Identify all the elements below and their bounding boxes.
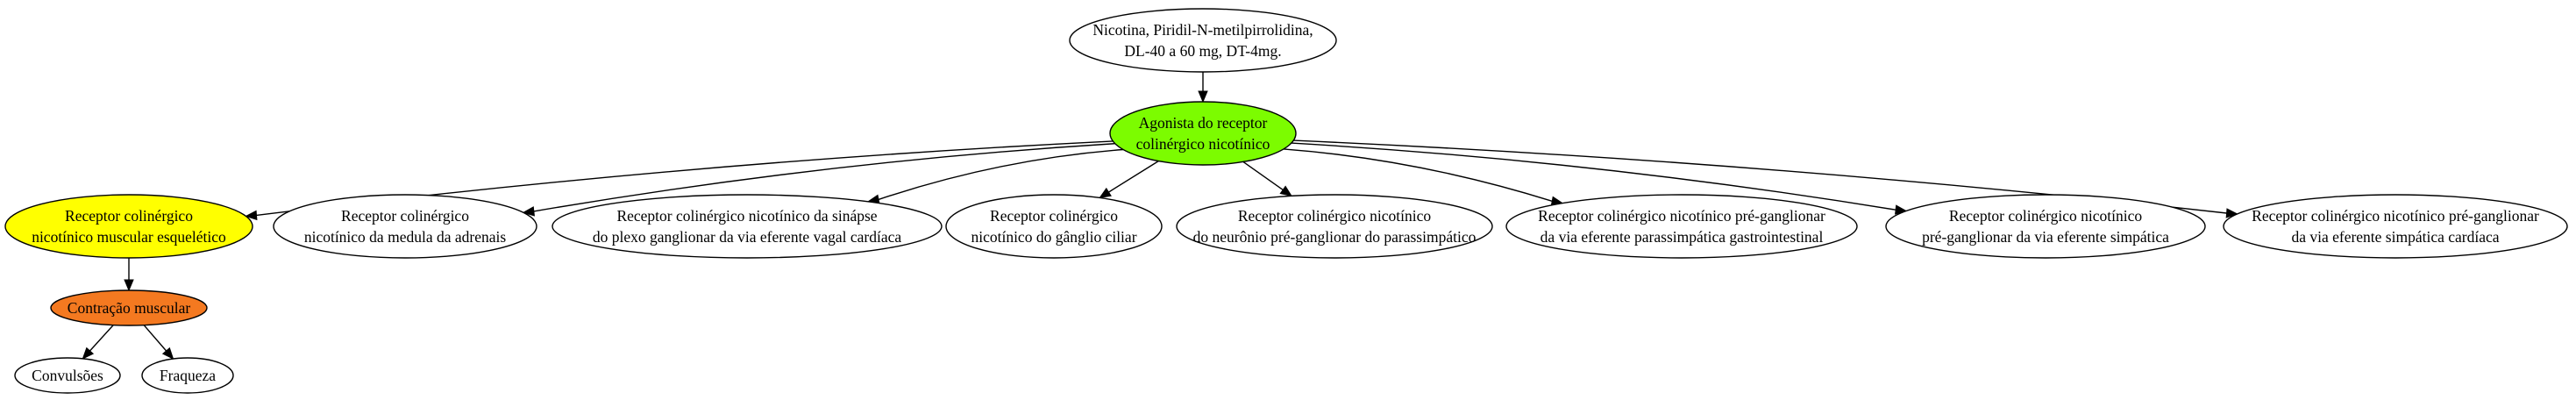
node-receptor-vagal: Receptor colinérgico nicotínico da sináp… — [551, 194, 943, 259]
node-muscle-contraction-label: Contração muscular — [68, 299, 191, 317]
node-receptor-parasympathetic-line-2: do neurônio pré-ganglionar do parassimpá… — [1193, 228, 1477, 246]
edge-drugs-to-agonist — [1198, 72, 1208, 104]
node-receptor-ciliar-line-1: Receptor colinérgico — [990, 207, 1118, 225]
edge-contraction-to-weakness — [143, 325, 174, 360]
node-receptor-cardiac-line-2: da via eferente simpática cardíaca — [2291, 228, 2499, 246]
node-receptor-muscle-line-1: Receptor colinérgico — [65, 207, 193, 225]
node-convulsions-label: Convulsões — [32, 367, 103, 384]
node-agonist-line-1: Agonista do receptor — [1139, 114, 1268, 132]
edge-agonist-to-r_parasymp — [1242, 161, 1293, 197]
node-receptor-gastrointestinal-line-2: da via eferente parassimpática gastroint… — [1541, 228, 1824, 246]
node-receptor-cardiac: Receptor colinérgico nicotínico pré-gang… — [2223, 194, 2568, 259]
node-receptor-cardiac-line-1: Receptor colinérgico nicotínico pré-gang… — [2252, 207, 2539, 225]
node-drugs-line-2: DL-40 a 60 mg, DT-4mg. — [1124, 42, 1281, 60]
node-receptor-vagal-line-1: Receptor colinérgico nicotínico da sináp… — [616, 207, 877, 225]
node-receptor-parasympathetic: Receptor colinérgico nicotínico do neurô… — [1176, 194, 1493, 259]
node-receptor-adrenal-line-2: nicotínico da medula da adrenais — [304, 228, 507, 246]
node-receptor-adrenal-line-1: Receptor colinérgico — [341, 207, 469, 225]
node-receptor-sympathetic-line-1: Receptor colinérgico nicotínico — [1949, 207, 2143, 225]
node-convulsions: Convulsões — [14, 357, 121, 394]
node-receptor-vagal-line-2: do plexo ganglionar da via eferente vaga… — [593, 228, 901, 246]
node-weakness-label: Fraqueza — [160, 367, 216, 384]
node-agonist-line-2: colinérgico nicotínico — [1136, 135, 1270, 153]
edge-agonist-to-r_ciliar — [1099, 161, 1159, 199]
diagram-edges — [82, 72, 2238, 360]
node-muscle-contraction: Contração muscular — [50, 289, 208, 326]
node-drugs: Nicotina, Piridil-N-metilpirrolidina, DL… — [1069, 8, 1337, 73]
node-receptor-adrenal: Receptor colinérgico nicotínico da medul… — [273, 194, 537, 259]
node-receptor-muscle-line-2: nicotínico muscular esquelético — [32, 228, 226, 246]
edge-contraction-to-convulsions — [82, 325, 114, 360]
node-receptor-sympathetic-line-2: pré-ganglionar da via eferente simpática — [1922, 228, 2169, 246]
node-receptor-ciliar-line-2: nicotínico do gânglio ciliar — [971, 228, 1136, 246]
node-receptor-ciliar: Receptor colinérgico nicotínico do gângl… — [945, 194, 1163, 259]
node-agonist: Agonista do receptor colinérgico nicotín… — [1109, 101, 1297, 166]
node-receptor-muscle: Receptor colinérgico nicotínico muscular… — [4, 194, 253, 259]
edge-r_muscle-to-contraction — [124, 258, 134, 292]
node-drugs-line-1: Nicotina, Piridil-N-metilpirrolidina, — [1092, 21, 1313, 39]
node-receptor-gastrointestinal-line-1: Receptor colinérgico nicotínico pré-gang… — [1538, 207, 1825, 225]
node-weakness: Fraqueza — [141, 357, 234, 394]
node-receptor-sympathetic: Receptor colinérgico nicotínico pré-gang… — [1885, 194, 2206, 259]
node-receptor-parasympathetic-line-1: Receptor colinérgico nicotínico — [1238, 207, 1432, 225]
node-receptor-gastrointestinal: Receptor colinérgico nicotínico pré-gang… — [1505, 194, 1858, 259]
edge-agonist-to-r_adrenal — [522, 143, 1115, 217]
